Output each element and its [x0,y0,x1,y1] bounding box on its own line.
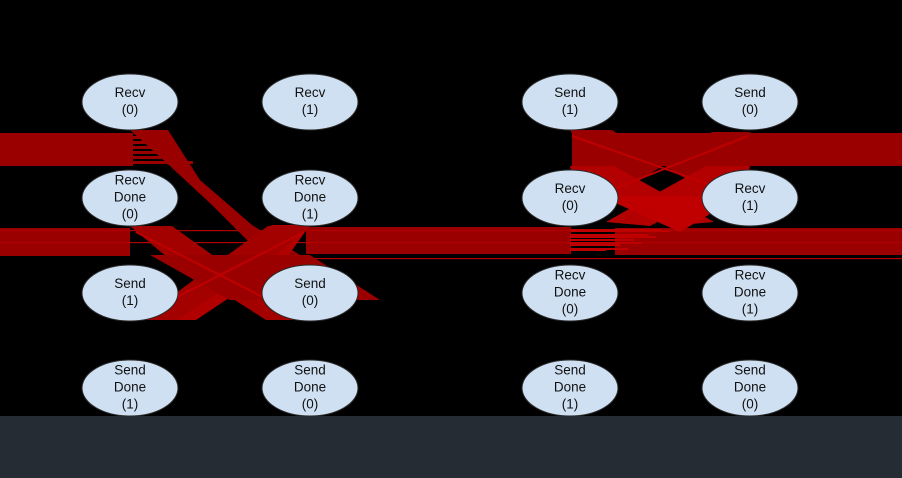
node-ellipse[interactable] [701,169,799,227]
node-ellipse[interactable] [81,264,179,322]
node-ellipse[interactable] [701,359,799,417]
graph-node[interactable]: Recv(1) [261,73,359,131]
node-ellipse[interactable] [521,264,619,322]
node-ellipse[interactable] [261,264,359,322]
node-ellipse[interactable] [81,359,179,417]
node-ellipse[interactable] [521,73,619,131]
graph-node[interactable]: Recv(1) [701,169,799,227]
edge-hairlines [0,230,902,260]
graph-node[interactable]: Send(1) [521,73,619,131]
edge-band-center-mid [306,227,571,254]
edge-layer [0,130,902,320]
graph-node[interactable]: Send(0) [261,264,359,322]
graph-node[interactable]: Send(1) [81,264,179,322]
graph-node[interactable]: Recv(0) [521,169,619,227]
node-ellipse[interactable] [261,73,359,131]
node-ellipse[interactable] [261,169,359,227]
node-ellipse[interactable] [81,73,179,131]
node-ellipse[interactable] [701,264,799,322]
node-ellipse[interactable] [521,359,619,417]
node-ellipse[interactable] [261,359,359,417]
edge-scanlines-right-mid [570,230,670,250]
graph-node[interactable]: Recv(0) [81,73,179,131]
bottom-status-bar [0,416,902,478]
edge-band-right-mid [615,228,902,255]
node-ellipse[interactable] [521,169,619,227]
edge-band-left-upper [0,133,133,166]
node-ellipse[interactable] [81,169,179,227]
graph-node[interactable]: Send(0) [701,73,799,131]
node-ellipse[interactable] [701,73,799,131]
